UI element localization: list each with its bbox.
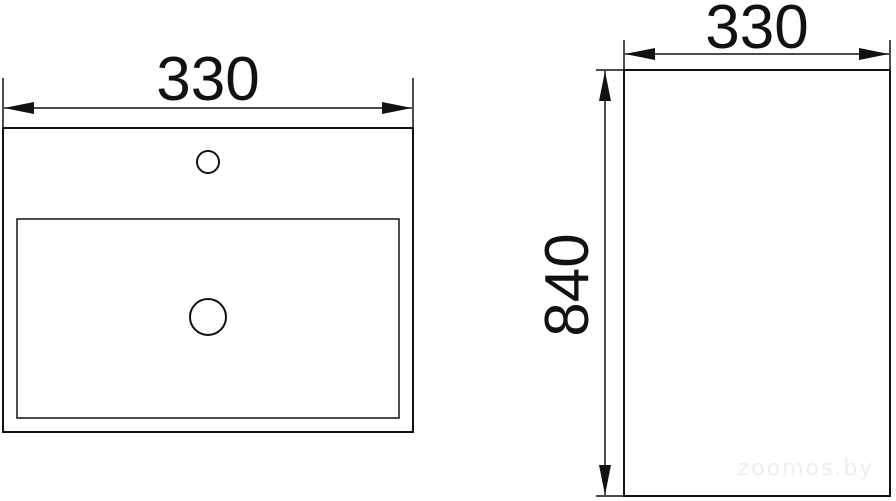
faucet-hole <box>196 150 220 174</box>
top-width-label: 330 <box>156 45 259 114</box>
top-view: 330 <box>2 45 414 433</box>
side-view: 330 840 zoomos.by <box>533 0 891 497</box>
basin-outline <box>2 127 414 433</box>
bowl-outline <box>16 218 400 419</box>
watermark: zoomos.by <box>738 456 875 481</box>
side-outline <box>623 69 891 497</box>
drain-hole <box>189 298 227 336</box>
side-width-label: 330 <box>705 0 808 62</box>
height-label: 840 <box>533 233 602 336</box>
